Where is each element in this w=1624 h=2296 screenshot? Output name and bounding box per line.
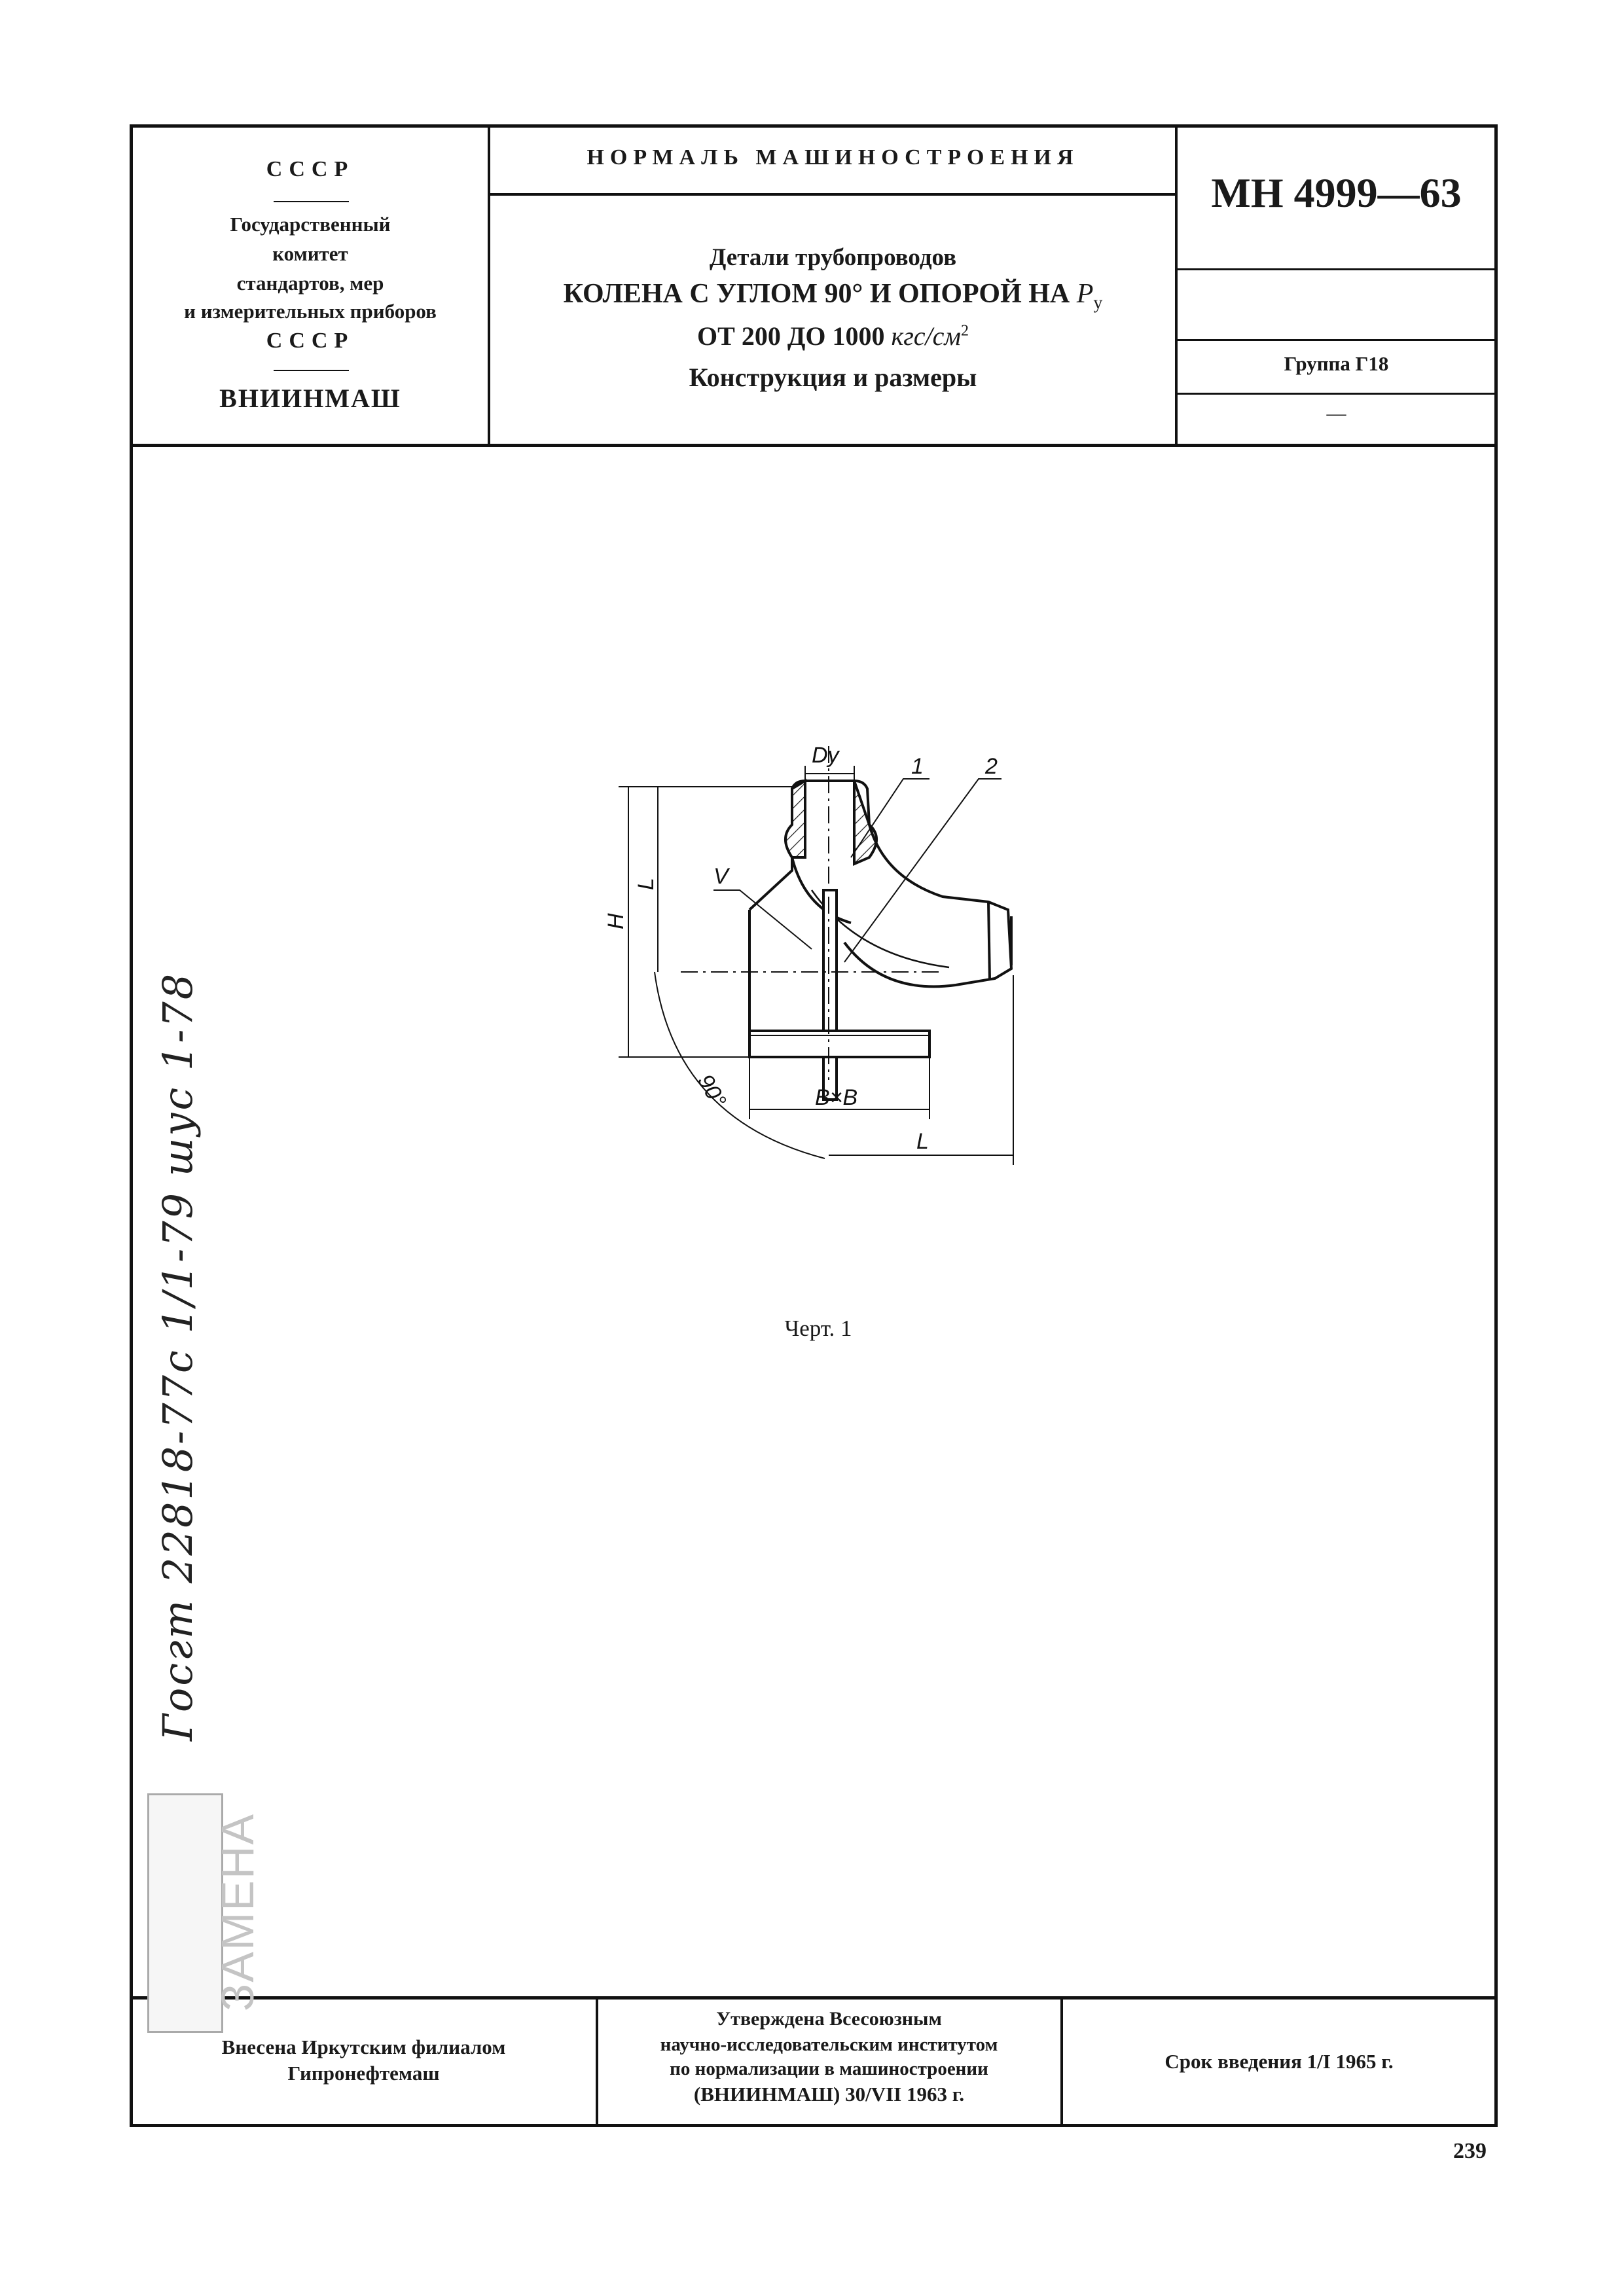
header-center-top: НОРМАЛЬ МАШИНОСТРОЕНИЯ xyxy=(586,145,1079,170)
label-l-vertical: L xyxy=(634,878,659,890)
header-left-line6: СССР xyxy=(266,329,355,353)
label-bxb: B×B xyxy=(815,1085,857,1110)
stamp-text: ЗАМЕНА xyxy=(212,1812,263,2011)
header-center-title1: КОЛЕНА С УГЛОМ 90° И ОПОРОЙ НА Pу xyxy=(491,278,1175,314)
group-dash: — xyxy=(1326,403,1346,424)
footer-center-line2: научно-исследовательским институтом xyxy=(660,2034,998,2055)
frame-bottom xyxy=(130,2124,1498,2127)
units: кгс/см2 xyxy=(891,321,969,351)
title-text: КОЛЕНА С УГЛОМ 90° И ОПОРОЙ НА xyxy=(563,279,1070,309)
label-1: 1 xyxy=(911,754,924,779)
label-v: V xyxy=(713,864,731,889)
support-body xyxy=(748,857,793,1031)
label-angle: 90° xyxy=(693,1070,731,1112)
header-center-subtitle: Детали трубопроводов xyxy=(709,244,957,271)
angle-arc xyxy=(654,971,825,1159)
footer-divider-1 xyxy=(596,1996,598,2127)
leader-2 xyxy=(844,778,1001,963)
header-left-rule1 xyxy=(274,201,349,202)
group-label: Группа Г18 xyxy=(1284,352,1389,375)
footer-center-line3: по нормализации в машиностроении xyxy=(670,2058,988,2079)
header-left-line5: и измерительных приборов xyxy=(184,300,437,323)
label-l-horizontal: L xyxy=(916,1129,929,1154)
support-post xyxy=(822,889,838,1101)
frame-top xyxy=(130,124,1498,128)
leader-v xyxy=(713,889,812,950)
footer-divider-2 xyxy=(1060,1996,1063,2127)
footer-right: Срок введения 1/I 1965 г. xyxy=(1164,2050,1394,2073)
footer-top-line xyxy=(130,1996,1498,2000)
footer-left-line2: Гипронефтемаш xyxy=(287,2062,440,2085)
elbow-inner xyxy=(791,857,852,924)
label-dy: Dу xyxy=(812,743,840,768)
footer-center-line1: Утверждена Всесоюзным xyxy=(716,2008,942,2030)
header-left-line7: ВНИИНМАШ xyxy=(219,384,401,413)
page-number: 239 xyxy=(1453,2139,1487,2163)
header-right-rule1 xyxy=(1177,268,1496,270)
handwritten-note: Госгт 22818-77с 1/1-79 шус 1-78 xyxy=(154,971,202,1741)
header-left-line3: комитет xyxy=(272,242,348,265)
header-right-rule3 xyxy=(1177,393,1496,395)
header-center-title2: ОТ 200 ДО 1000 кгс/см2 xyxy=(491,321,1175,351)
footer-center-line4: (ВНИИНМАШ) 30/VII 1963 г. xyxy=(693,2083,965,2106)
header-center-title3: Конструкция и размеры xyxy=(689,363,977,392)
header-left-line1: СССР xyxy=(266,157,355,181)
header-left-rule2 xyxy=(274,370,349,371)
header-bottom-line xyxy=(130,444,1498,447)
drawing-caption: Черт. 1 xyxy=(784,1316,852,1341)
label-h: H xyxy=(604,913,628,929)
leader-1 xyxy=(850,778,929,858)
header-divider-2 xyxy=(1175,124,1178,445)
top-flange-outline xyxy=(791,780,871,825)
document-code: МН 4999—63 xyxy=(1211,170,1462,216)
elbow-drawing: Dу 1 2 V H L B×B L 90° xyxy=(604,743,1014,1165)
header-left-line4: стандартов, мер xyxy=(236,272,384,295)
frame-right xyxy=(1494,124,1498,2127)
end-ring xyxy=(987,901,991,981)
footer-left-line1: Внесена Иркутским филиалом xyxy=(221,2036,506,2058)
header-left-line2: Государственный xyxy=(230,213,391,236)
pressure-symbol: Pу xyxy=(1076,279,1103,314)
label-2: 2 xyxy=(984,754,998,779)
hatch-right-wall xyxy=(853,780,878,867)
replacement-stamp: ЗАМЕНА xyxy=(147,1793,263,2033)
header-center-rule xyxy=(490,193,1177,196)
hatch-left-wall xyxy=(784,778,806,859)
header-right-rule2 xyxy=(1177,339,1496,341)
header-divider-1 xyxy=(488,124,490,445)
title2-text: ОТ 200 ДО 1000 xyxy=(697,321,885,351)
frame-left xyxy=(130,124,133,2127)
